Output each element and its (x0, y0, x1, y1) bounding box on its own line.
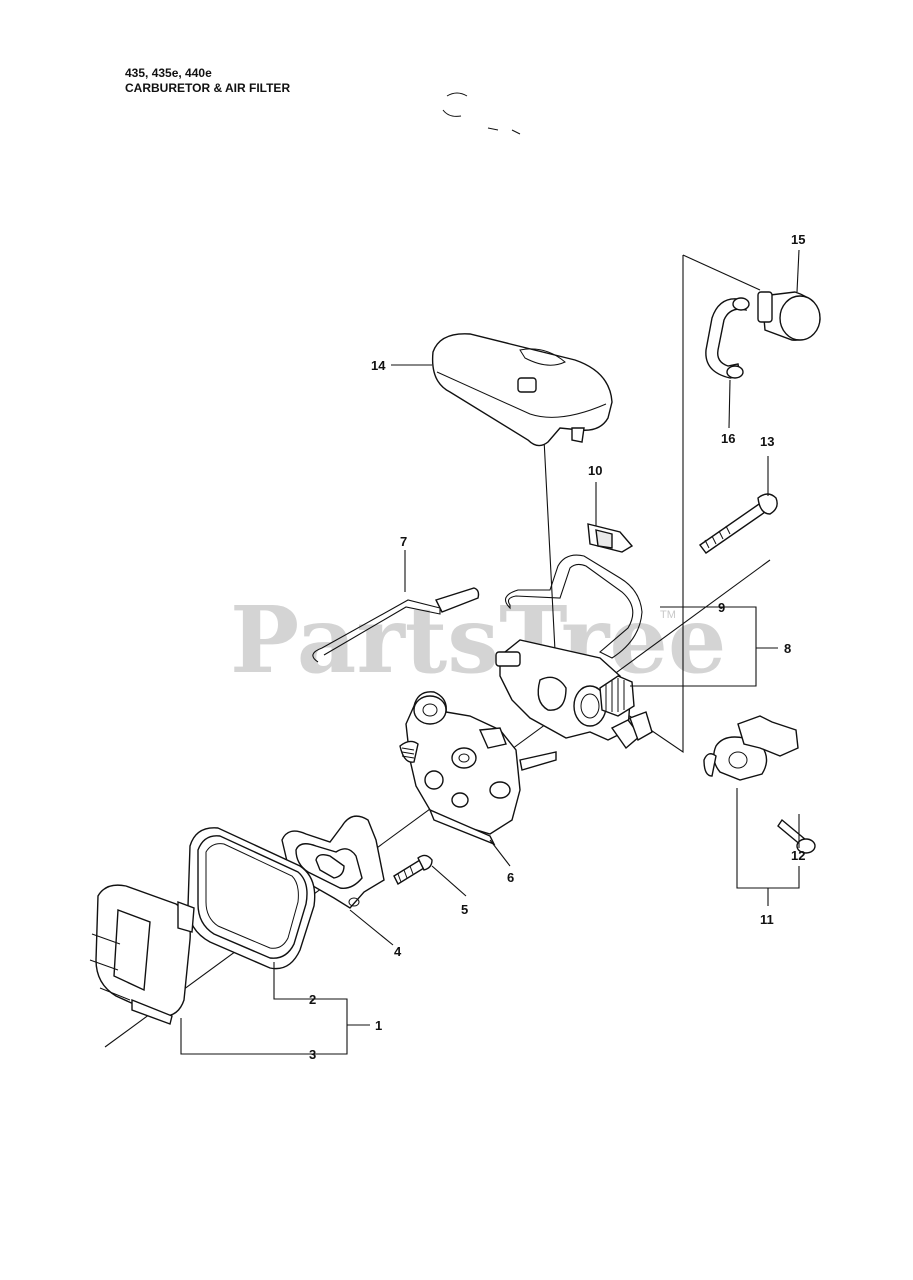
callout-16: 16 (721, 431, 735, 446)
callout-12: 12 (791, 848, 805, 863)
callout-labels: 1 2 3 4 5 6 7 8 9 10 11 12 13 14 15 16 (309, 232, 805, 1062)
callout-7: 7 (400, 534, 407, 549)
watermark-trademark: TM (660, 609, 676, 621)
part-primer-bulb[interactable] (757, 291, 821, 341)
part-filter-holder[interactable] (89, 884, 195, 1025)
part-small-screw[interactable] (777, 818, 816, 854)
callout-10: 10 (588, 463, 602, 478)
callout-1: 1 (375, 1018, 382, 1033)
callout-8: 8 (784, 641, 791, 656)
part-clip[interactable] (587, 523, 634, 553)
callout-11: 11 (760, 912, 774, 927)
part-fuel-hose[interactable] (705, 297, 750, 379)
part-carburetor[interactable] (399, 691, 557, 846)
part-air-filter[interactable] (187, 827, 316, 970)
callout-13: 13 (760, 434, 774, 449)
leader-lines (180, 249, 800, 1055)
callout-15: 15 (791, 232, 805, 247)
callout-6: 6 (507, 870, 514, 885)
section-title: CARBURETOR & AIR FILTER (125, 81, 291, 95)
diagram-header: 435, 435e, 440e CARBURETOR & AIR FILTER (125, 66, 290, 96)
callout-2: 2 (309, 992, 316, 1007)
callout-3: 3 (309, 1047, 316, 1062)
callout-5: 5 (461, 902, 468, 917)
part-air-filter-cover[interactable] (431, 333, 613, 447)
part-intake-adapter[interactable] (495, 639, 653, 750)
part-throttle-rod[interactable] (312, 587, 480, 663)
callout-14: 14 (371, 358, 386, 373)
watermark: PartsTree (230, 586, 726, 694)
callout-9: 9 (718, 600, 725, 615)
model-numbers: 435, 435e, 440e (125, 66, 212, 80)
part-throttle-assembly[interactable] (703, 715, 799, 781)
part-wire-bracket[interactable] (504, 554, 643, 659)
scan-smudge (442, 92, 521, 135)
part-long-bolt[interactable] (699, 493, 778, 554)
callout-4: 4 (394, 944, 402, 959)
part-gasket[interactable] (281, 815, 385, 909)
part-screw[interactable] (393, 854, 433, 885)
